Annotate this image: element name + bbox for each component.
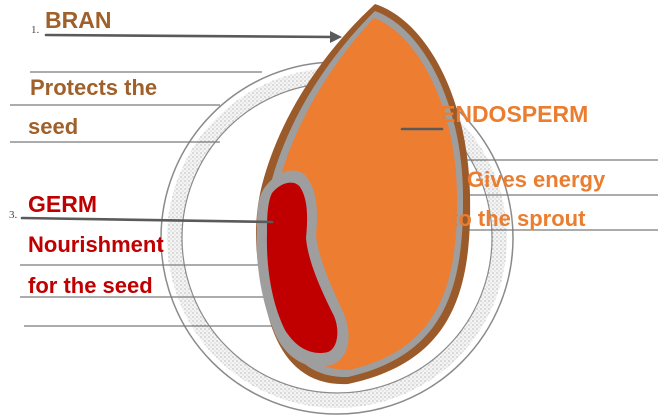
endosperm-label: ENDOSPERM [440,101,588,127]
wheat-kernel [256,4,470,384]
germ-description-line-2: for the seed [28,273,153,298]
endosperm-description-line-1: Gives energy [467,167,606,192]
germ-description-line-1: Nourishment [28,232,164,257]
label-number-1: 1. [31,24,40,36]
endosperm-description-line-2: to the sprout [451,206,586,231]
bran-description-line-2: seed [28,114,78,139]
bran-description-line-1: Protects the [30,75,157,100]
label-number-3: 3. [9,209,18,221]
bran-label: BRAN [45,7,111,33]
germ-label: GERM [28,191,97,217]
bran-pointer [46,35,336,37]
